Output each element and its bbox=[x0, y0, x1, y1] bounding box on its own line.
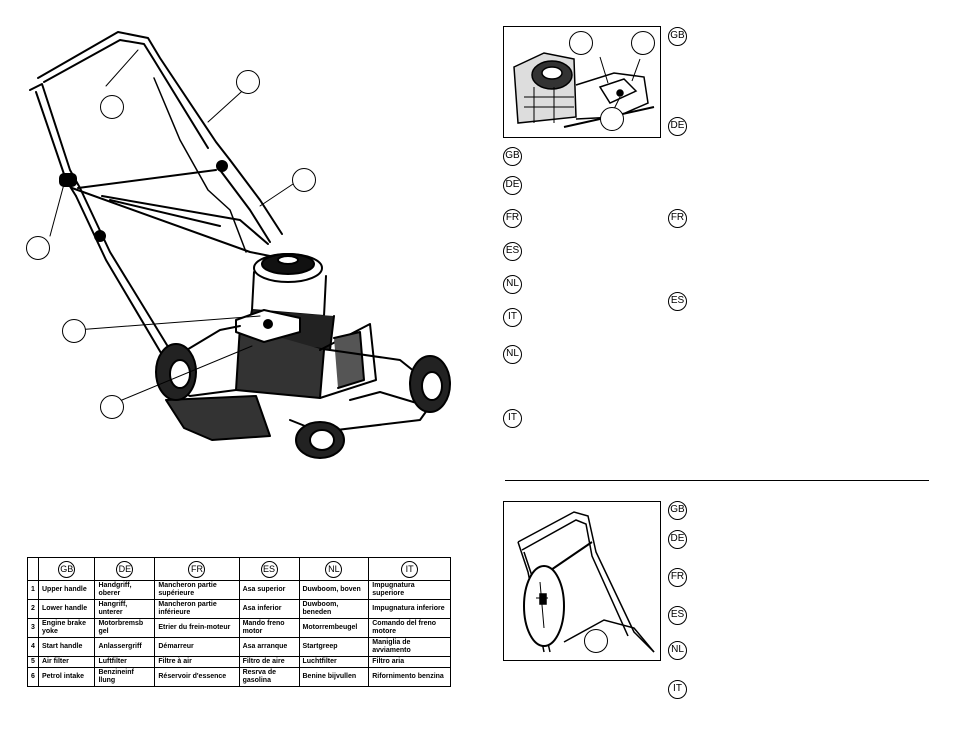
table-cell: Benine bijvullen bbox=[298, 667, 370, 687]
row-number: 6 bbox=[27, 667, 39, 687]
table-cell: Benzineinf llung bbox=[94, 667, 156, 687]
mower-illustration bbox=[29, 31, 451, 459]
callout-6 bbox=[100, 395, 124, 419]
table-cell: Asa arranque bbox=[238, 637, 300, 657]
col-gb: GB bbox=[37, 557, 96, 581]
table-cell: Rifornimento benzina bbox=[368, 667, 451, 687]
table-cell: Petrol intake bbox=[37, 667, 96, 687]
callout-3 bbox=[292, 168, 316, 192]
table-row: 6 Petrol intake Benzineinf llung Réservo… bbox=[27, 667, 451, 687]
lang-badge-it: IT bbox=[503, 308, 522, 327]
callout-4 bbox=[26, 236, 50, 260]
lang-badge-fr: FR bbox=[503, 209, 522, 228]
lang-badge-nl: NL bbox=[503, 345, 522, 364]
lang-badge-es: ES bbox=[668, 292, 687, 311]
lang-badge: DE bbox=[116, 560, 134, 578]
row-number: 5 bbox=[27, 656, 39, 668]
table-cell: Luftfilter bbox=[94, 656, 156, 668]
callout-1 bbox=[100, 95, 124, 119]
parts-table: GB DE FR ES NL IT 1 Upper handle Handgri… bbox=[27, 557, 451, 687]
table-cell: Resrva de gasolina bbox=[238, 667, 300, 687]
lang-badge-es: ES bbox=[503, 242, 522, 261]
table-cell: Mancheron partie inférieure bbox=[154, 599, 240, 619]
lang-badge-de: DE bbox=[668, 530, 687, 549]
table-cell: Maniglia de avviamento bbox=[368, 637, 451, 657]
table-corner bbox=[27, 557, 39, 581]
table-cell: Filtre à air bbox=[154, 656, 240, 668]
parts-table-header: GB DE FR ES NL IT bbox=[27, 557, 451, 581]
handle-detail-drawing bbox=[517, 511, 655, 653]
lang-badge-fr: FR bbox=[668, 568, 687, 587]
table-row: 5 Air filter Luftfilter Filtre à air Fil… bbox=[27, 656, 451, 668]
callout-b bbox=[631, 31, 655, 55]
table-cell: Start handle bbox=[37, 637, 96, 657]
lang-badge: GB bbox=[58, 560, 76, 578]
lang-badge-es: ES bbox=[668, 606, 687, 625]
table-cell: Mando freno motor bbox=[238, 618, 300, 638]
table-cell: Hangriff, unterer bbox=[94, 599, 156, 619]
row-number: 1 bbox=[27, 580, 39, 600]
callout-a bbox=[569, 31, 593, 55]
row-number: 3 bbox=[27, 618, 39, 638]
col-nl: NL bbox=[298, 557, 370, 581]
table-cell: Comando del freno motore bbox=[368, 618, 451, 638]
table-row: 4 Start handle Anlassergriff Démarreur A… bbox=[27, 637, 451, 657]
table-cell: Engine brake yoke bbox=[37, 618, 96, 638]
table-cell: Startgreep bbox=[298, 637, 370, 657]
table-row: 2 Lower handle Hangriff, unterer Mancher… bbox=[27, 599, 451, 619]
table-cell: Filtro de aire bbox=[238, 656, 300, 668]
lang-badge-it: IT bbox=[503, 409, 522, 428]
section-divider bbox=[505, 480, 929, 481]
table-cell: Mancheron partie supérieure bbox=[154, 580, 240, 600]
lang-badge: IT bbox=[401, 560, 419, 578]
row-number: 4 bbox=[27, 637, 39, 657]
table-row: 1 Upper handle Handgriff, oberer Mancher… bbox=[27, 580, 451, 600]
table-cell: Etrier du frein-moteur bbox=[154, 618, 240, 638]
table-cell: Filtro aria bbox=[368, 656, 451, 668]
handle-detail-picture bbox=[503, 501, 661, 661]
callout-2 bbox=[236, 70, 260, 94]
callout-d bbox=[584, 629, 608, 653]
table-cell: Réservoir d'essence bbox=[154, 667, 240, 687]
lang-badge-gb: GB bbox=[668, 27, 687, 46]
row-number: 2 bbox=[27, 599, 39, 619]
table-cell: Asa inferior bbox=[238, 599, 300, 619]
table-row: 3 Engine brake yoke Motorbremsb gel Etri… bbox=[27, 618, 451, 638]
col-es: ES bbox=[238, 557, 300, 581]
table-cell: Upper handle bbox=[37, 580, 96, 600]
table-cell: Motorrembeugel bbox=[298, 618, 370, 638]
callout-c bbox=[600, 107, 624, 131]
table-cell: Lower handle bbox=[37, 599, 96, 619]
table-cell: Impugnatura inferiore bbox=[368, 599, 451, 619]
table-cell: Air filter bbox=[37, 656, 96, 668]
col-de: DE bbox=[94, 557, 156, 581]
table-cell: Impugnatura superiore bbox=[368, 580, 451, 600]
table-cell: Asa superior bbox=[238, 580, 300, 600]
lang-badge: NL bbox=[325, 560, 343, 578]
table-cell: Duwboom, beneden bbox=[298, 599, 370, 619]
lang-badge-gb: GB bbox=[668, 501, 687, 520]
lang-badge-it: IT bbox=[668, 680, 687, 699]
table-cell: Anlassergriff bbox=[94, 637, 156, 657]
table-cell: Motorbremsb gel bbox=[94, 618, 156, 638]
engine-detail-drawing bbox=[513, 52, 655, 128]
lang-badge: FR bbox=[188, 560, 206, 578]
table-cell: Handgriff, oberer bbox=[94, 580, 156, 600]
table-cell: Démarreur bbox=[154, 637, 240, 657]
lang-badge-nl: NL bbox=[668, 641, 687, 660]
lang-badge-fr: FR bbox=[668, 209, 687, 228]
lang-badge: ES bbox=[260, 560, 278, 578]
col-fr: FR bbox=[154, 557, 240, 581]
lang-badge-de: DE bbox=[503, 176, 522, 195]
col-it: IT bbox=[368, 557, 451, 581]
lang-badge-gb: GB bbox=[503, 147, 522, 166]
table-cell: Duwboom, boven bbox=[298, 580, 370, 600]
lang-badge-nl: NL bbox=[503, 275, 522, 294]
callout-5 bbox=[62, 319, 86, 343]
table-cell: Luchtfilter bbox=[298, 656, 370, 668]
lang-badge-de: DE bbox=[668, 117, 687, 136]
